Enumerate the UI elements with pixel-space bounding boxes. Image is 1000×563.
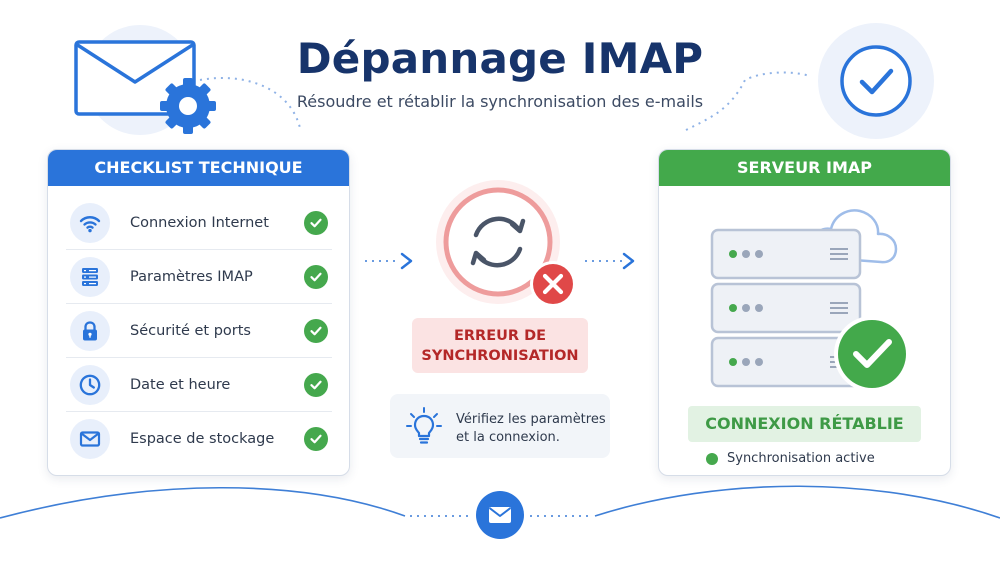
lightbulb-icon [406,407,442,444]
check-icon [304,427,328,451]
envelope-gear-icon [74,25,216,135]
check-icon [304,372,328,397]
lock-icon [70,310,110,351]
wifi-icon [70,202,110,243]
checklist-item-label: Date et heure [130,376,231,393]
sync-status: Synchronisation active [706,451,875,466]
wave-right [594,485,1000,519]
checklist-item-internet: Connexion Internet [66,196,332,250]
clock-icon [70,364,110,405]
flow-arrow-left-head [400,252,413,270]
checklist-item-label: Paramètres IMAP [130,268,253,285]
server-unit-top [710,228,862,280]
page-subtitle: Résoudre et rétablir la synchronisation … [296,92,704,111]
checklist-item-date-time: Date et heure [66,358,332,412]
dotted-connector-right [685,71,811,131]
checklist-item-label: Sécurité et ports [130,322,251,339]
status-dot [706,452,718,465]
tip-text: Vérifiez les paramètres et la connexion. [456,411,606,447]
check-icon [304,318,328,343]
checklist-panel: CHECKLIST TECHNIQUE Connexion Internet P… [47,149,350,476]
success-check-icon [818,23,934,139]
flow-arrow-right-head [622,252,635,270]
error-line-2: SYNCHRONISATION [421,348,579,364]
server-ok-check-icon [834,316,910,392]
error-line-1: ERREUR DE [453,328,547,344]
checklist-title: CHECKLIST TECHNIQUE [48,150,349,186]
server-illustration [710,209,910,392]
mail-circle-icon [476,491,524,539]
wave-left [0,486,406,519]
checklist-item-label: Espace de stockage [130,431,275,447]
check-icon [304,264,328,289]
page-title: Dépannage IMAP [296,34,704,83]
checklist-item-label: Connexion Internet [130,214,269,231]
tip-line-2: et la connexion. [456,430,560,445]
checklist-item-storage: Espace de stockage [66,412,332,466]
server-unit-middle [710,282,862,334]
sync-status-text: Synchronisation active [727,451,875,466]
checklist-item-security: Sécurité et ports [66,304,332,358]
server-settings-icon [70,256,110,297]
mail-icon [70,419,110,459]
check-icon [304,210,328,235]
sync-error-badge: ERREUR DE SYNCHRONISATION [412,318,588,373]
checklist-item-imap-settings: Paramètres IMAP [66,250,332,304]
connection-restored-badge: CONNEXION RÉTABLIE [688,406,921,442]
tip-box: Vérifiez les paramètres et la connexion. [390,394,610,458]
tip-line-1: Vérifiez les paramètres [456,412,606,427]
sync-error-icon [436,180,576,307]
dotted-connector-left [199,77,301,129]
server-panel-title: SERVEUR IMAP [659,150,950,186]
error-x-icon [530,261,576,307]
